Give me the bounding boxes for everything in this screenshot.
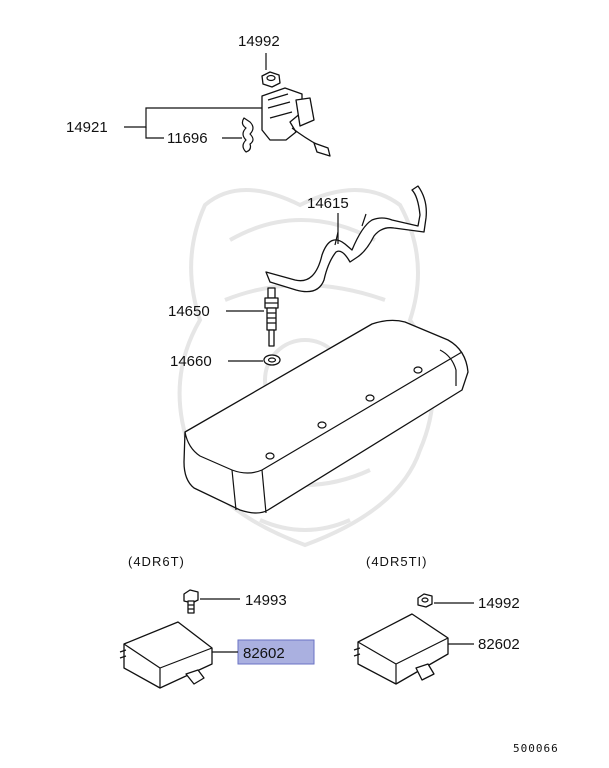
nut-14992-right: [417, 593, 433, 608]
module-82602-left: [119, 621, 213, 689]
leader-14921-lower: [145, 127, 164, 139]
leader-14921-upper: [124, 107, 262, 128]
relay-14921-assembly: [241, 71, 331, 157]
label-14993: 14993: [245, 592, 287, 609]
variant-label-right: (4DR5TI): [366, 554, 427, 569]
variant-label-left: (4DR6T): [128, 554, 185, 569]
label-14660: 14660: [170, 353, 212, 370]
label-11696: 11696: [167, 130, 208, 147]
label-14921: 14921: [66, 119, 108, 136]
label-14615: 14615: [307, 195, 349, 212]
glow-plug-14650: [264, 287, 279, 347]
module-82602-right: [353, 613, 449, 685]
label-14992-right: 14992: [478, 595, 520, 612]
bolt-14993: [183, 589, 199, 614]
label-82602-left[interactable]: 82602: [243, 645, 285, 662]
label-14650: 14650: [168, 303, 210, 320]
cylinder-head-block: [183, 319, 469, 514]
diagram-code: 500066: [513, 742, 559, 755]
label-82602-right: 82602: [478, 636, 520, 653]
washer-14660: [263, 354, 281, 366]
label-14992-top: 14992: [238, 33, 280, 50]
